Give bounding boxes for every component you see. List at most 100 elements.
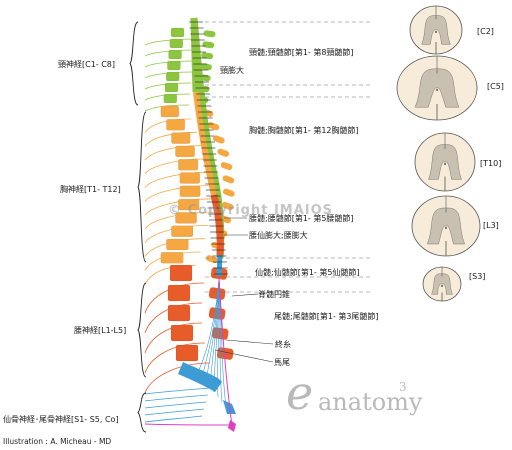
spinous-process xyxy=(201,52,214,60)
cross-section-c5 xyxy=(396,55,478,121)
nerve-root xyxy=(144,104,189,112)
level-guide-lines xyxy=(205,21,370,363)
vertebral-body xyxy=(178,198,200,211)
vertebral-body xyxy=(169,38,184,49)
section-label-c5: [C5] xyxy=(487,82,504,91)
spinous-process xyxy=(223,188,235,197)
grey-matter xyxy=(414,68,460,108)
thoracic-cord-label: 胸髄;胸髄節[第1- 第12胸髄節] xyxy=(249,126,359,135)
cross-section-c2 xyxy=(409,5,463,55)
grey-matter xyxy=(421,15,451,45)
cauda-equina-label: 馬尾 xyxy=(274,358,290,367)
brand-superscript: 3 xyxy=(399,380,407,394)
spinous-process xyxy=(202,41,215,49)
section-label-c2: [C2] xyxy=(477,27,494,36)
sacral-nerve xyxy=(144,394,209,402)
nerve-root xyxy=(144,225,209,244)
cord-cervical xyxy=(190,17,200,93)
central-canal xyxy=(435,31,437,33)
nerve-root xyxy=(144,60,194,68)
nerve-root xyxy=(144,282,205,314)
vertebral-body xyxy=(171,225,194,237)
sacrum xyxy=(178,362,222,392)
vertebral-body xyxy=(160,252,184,264)
grey-matter xyxy=(431,273,453,295)
vertebral-body xyxy=(168,49,182,60)
e-logo: e xyxy=(286,366,314,420)
brace-cervical xyxy=(129,21,139,106)
conus-medullaris-label: 脊髄円錐 xyxy=(258,290,290,299)
filum-terminale xyxy=(218,277,233,427)
vertebral-body xyxy=(175,212,197,224)
central-canal xyxy=(445,227,447,229)
nerve-root xyxy=(144,118,191,133)
cross-section-s3 xyxy=(422,266,462,302)
nerve-root xyxy=(144,302,203,334)
grey-matter xyxy=(428,144,462,180)
nerve-root xyxy=(144,93,191,101)
vertebral-body xyxy=(167,284,191,302)
vertebral-body xyxy=(160,105,180,118)
spinous-process xyxy=(199,63,212,71)
vertebral-body xyxy=(171,132,191,144)
vertebral-body xyxy=(175,344,199,362)
nerve-root xyxy=(144,38,197,46)
nerve-root xyxy=(144,342,206,374)
cord-cross-sections xyxy=(396,5,481,302)
thoracic-nerves-label: 胸神経[T1- T12] xyxy=(60,185,121,194)
lumbosacral-enlargement-label: 腰仙膨大;腰膨大 xyxy=(249,231,308,240)
illustration-credit: Illustration : A. Micheau - MD xyxy=(3,437,112,446)
nerve-root xyxy=(144,185,212,202)
sacral-coccygeal-nerves-label: 仙骨神経･尾骨神経[S1- S5, Co] xyxy=(3,415,119,424)
vertebral-body xyxy=(179,172,201,184)
section-label-l3: [L3] xyxy=(483,221,499,230)
cross-section-l3 xyxy=(411,195,481,257)
sacral-nerve xyxy=(144,408,205,416)
coccygeal-cord-label: 尾髄;尾髄節[第1- 第3尾髄節] xyxy=(274,312,379,321)
spinous-process xyxy=(206,255,218,264)
nerve-root xyxy=(144,82,192,90)
brace-thoracic xyxy=(137,111,147,263)
spinous-process xyxy=(203,30,216,38)
nerve-root xyxy=(144,71,193,79)
nerve-root xyxy=(144,198,213,216)
spinous-process xyxy=(221,201,234,210)
sacral-nerve xyxy=(144,387,211,395)
spinous-process xyxy=(212,135,225,144)
nerve-root xyxy=(144,171,210,188)
nerve-root xyxy=(144,49,195,57)
vertebral-body xyxy=(167,304,191,322)
group-braces xyxy=(129,21,147,433)
cervical-cord-label: 頸髄;頸髄節[第1- 第8頸髄節] xyxy=(249,48,354,57)
coccygeal-nerve xyxy=(144,423,231,426)
spinous-process xyxy=(222,175,235,184)
vertebral-body xyxy=(175,145,195,158)
grey-matter xyxy=(426,207,466,245)
sacral-nerve xyxy=(144,401,207,409)
vertebral-body xyxy=(164,82,179,93)
central-canal xyxy=(441,285,443,287)
leader-cauda xyxy=(214,349,274,363)
nerve-root xyxy=(144,322,203,354)
lumbar-cord-label: 腰髄;腰髄節[第1- 第5腰髄節] xyxy=(249,214,354,223)
section-label-t10: [T10] xyxy=(480,159,502,168)
vertebral-body xyxy=(170,324,194,342)
cervical-nerves-label: 頸神経[C1- C8] xyxy=(58,60,116,69)
vertebral-body xyxy=(179,185,201,198)
cord-sacral xyxy=(216,254,223,277)
spinous-process xyxy=(208,287,226,300)
section-label-s3: [S3] xyxy=(469,272,486,281)
spinous-process xyxy=(217,148,230,157)
nerve-root xyxy=(144,211,212,230)
vertebral-body xyxy=(163,93,178,104)
nerve-root xyxy=(144,131,197,147)
sacral-cord-label: 仙髄;仙髄節[第1- 第5仙髄節] xyxy=(255,268,360,277)
central-canal xyxy=(444,163,446,165)
spinal-cord xyxy=(189,17,233,427)
central-canal xyxy=(436,89,438,91)
cross-section-t10 xyxy=(414,132,476,192)
vertebral-body xyxy=(165,71,180,82)
filum-terminale-label: 終糸 xyxy=(275,340,291,349)
sacral-nerve xyxy=(144,415,203,423)
vertebral-body xyxy=(166,119,186,131)
